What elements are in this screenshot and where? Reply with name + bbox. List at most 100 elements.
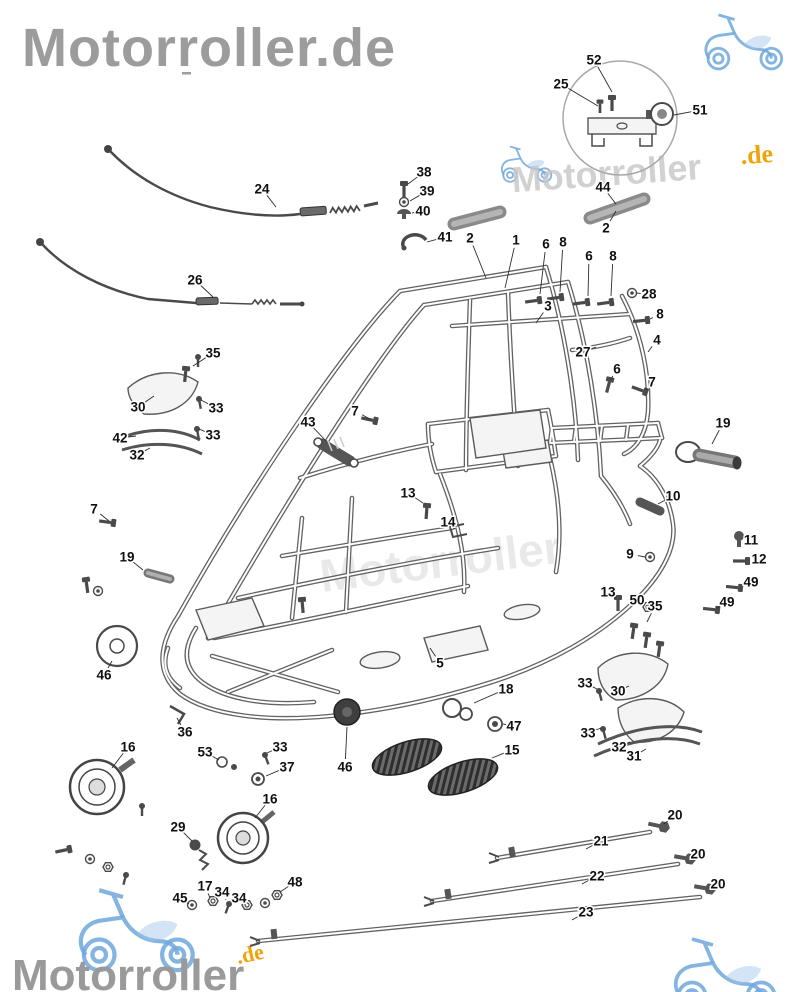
watermark-text-bottom: Motorroller [12,951,244,992]
part-callout-18: 18 [498,682,514,697]
frame-line-art-highlight [161,266,701,942]
callout-leader-line [646,612,652,623]
part-callout-7: 7 [351,404,359,419]
part-callout-19: 19 [119,550,134,565]
callout-leader-line [640,748,647,753]
callout-leader-line [265,769,280,777]
callout-leader-line [186,902,190,905]
rubber-mount-left [143,568,175,584]
callout-leader-line [585,844,595,850]
part-callout-6: 6 [613,362,621,377]
callout-leader-line [414,497,424,504]
callout-leader-line [591,686,598,690]
callout-leader-line [144,395,155,403]
part-callout-5: 5 [436,656,444,671]
small-brackets [169,497,744,786]
callout-leader-line [607,193,617,205]
callout-leader-line [313,427,327,442]
part-callout-2: 2 [602,221,610,236]
floor-plates [195,409,553,670]
callout-leader-line [663,819,670,825]
part-callout-45: 45 [172,891,188,906]
callout-leader-line [192,356,207,367]
hardware [54,287,750,947]
part-callout-51: 51 [692,103,708,118]
callout-leader-line [198,428,206,433]
callout-leader-line [645,388,648,391]
callout-leader-line [502,723,507,726]
part-callout-32: 32 [611,740,626,755]
part-callout-8: 8 [559,235,567,250]
throttle-cable [104,145,379,217]
part-callout-20: 20 [667,808,682,823]
part-callout-50: 50 [629,593,644,608]
part-callout-53: 53 [197,745,213,760]
part-callout-11: 11 [744,533,759,548]
part-callout-15: 15 [504,743,520,758]
part-callout-43: 43 [300,415,316,430]
callout-leader-line [453,527,456,530]
callout-leader-line [609,210,617,222]
callout-leader-line [254,805,266,819]
part-callout-31: 31 [626,749,642,764]
watermark-de: .de [739,139,773,170]
horn-large [95,624,139,668]
handlebar-grips [447,192,651,231]
part-callout-33: 33 [272,740,288,755]
headlight-left [68,757,145,816]
part-callout-7: 7 [648,375,656,390]
part-callout-33: 33 [580,726,596,741]
part-callout-26: 26 [187,273,203,288]
callout-leader-line [597,66,613,93]
callout-leader-line [361,414,371,420]
callout-leader-line [647,346,653,353]
part-callout-32: 32 [129,448,144,463]
part-callout-12: 12 [751,552,766,567]
part-callout-44: 44 [595,180,611,195]
callout-leader-line [610,375,614,380]
part-callout-3: 3 [544,299,552,314]
callout-leader-line [107,660,113,669]
horn-small [333,698,361,726]
part-callout-6: 6 [585,249,593,264]
callout-leader-line [711,429,720,445]
callout-leader-line [637,555,646,558]
callout-leader-line [688,856,691,859]
callout-leader-line [587,263,590,297]
callout-leader-line [409,194,421,202]
callout-leader-line [143,447,151,452]
callout-leader-line [472,245,487,279]
callout-leader-line [590,346,597,350]
callout-leader-line [407,176,418,185]
part-callout-17: 17 [197,879,212,894]
part-callout-34: 34 [214,885,230,900]
callout-leader-line [643,603,646,606]
part-callout-25: 25 [553,77,569,92]
part-callout-46: 46 [337,760,353,775]
part-callout-33: 33 [205,428,221,443]
part-callout-46: 46 [96,668,112,683]
callout-leader-line [266,195,277,208]
part-callout-38: 38 [416,165,432,180]
callout-leader-line [567,87,599,107]
callout-leader-line [266,749,273,754]
part-callout-40: 40 [415,204,430,219]
part-callout-1: 1 [512,233,520,248]
fenders [121,372,703,758]
part-callout-35: 35 [205,346,221,361]
part-callout-16: 16 [120,740,136,755]
callout-leader-line [610,263,614,297]
callout-leader-line [111,753,124,769]
callout-leader-line [200,285,214,298]
callout-leader-line [127,435,137,438]
part-callout-41: 41 [437,230,453,245]
callout-leader-line [741,584,744,587]
callout-leader-line [535,312,544,324]
scooter-icon [673,937,777,992]
site-logo: Motorroller.de [22,18,395,78]
callout-leader-line [649,317,654,320]
callout-leader-line [614,596,617,599]
part-callout-20: 20 [690,847,705,862]
